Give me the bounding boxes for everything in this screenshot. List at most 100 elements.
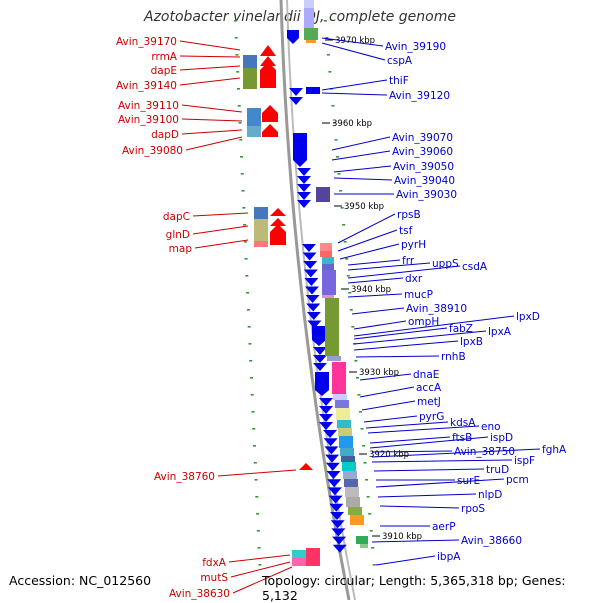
gene-label-left[interactable]: dapC bbox=[163, 211, 190, 223]
gene-label-left[interactable]: Avin_39170 bbox=[116, 36, 177, 48]
gene-arrow-blue[interactable] bbox=[327, 479, 342, 488]
gene-label-right[interactable]: ispD bbox=[490, 432, 513, 444]
gene-label-right[interactable]: accA bbox=[416, 382, 442, 394]
gene-box[interactable] bbox=[333, 394, 347, 400]
gene-label-left[interactable]: Avin_39140 bbox=[116, 80, 177, 92]
gene-arrow-blue[interactable] bbox=[313, 355, 327, 363]
gene-arrow-blue[interactable] bbox=[297, 192, 311, 200]
gene-arrow-blue[interactable] bbox=[330, 520, 345, 529]
gene-arrow-blue[interactable] bbox=[304, 278, 319, 286]
gene-arrow-blue[interactable] bbox=[289, 88, 303, 96]
gene-arrow-blue[interactable] bbox=[330, 512, 344, 520]
gene-label-right[interactable]: cspA bbox=[387, 55, 413, 67]
gene-arrow-blue[interactable] bbox=[319, 414, 333, 422]
gene-arrow-blue[interactable] bbox=[302, 252, 317, 261]
gene-arrow-blue[interactable] bbox=[323, 430, 337, 438]
gene-arrow-red[interactable] bbox=[270, 218, 286, 226]
gene-box[interactable] bbox=[304, 0, 314, 8]
gene-box[interactable] bbox=[322, 295, 334, 298]
gene-box[interactable] bbox=[304, 28, 318, 40]
gene-box[interactable] bbox=[322, 270, 336, 295]
gene-box[interactable] bbox=[243, 68, 257, 89]
gene-arrow-blue[interactable] bbox=[327, 487, 342, 496]
gene-label-right[interactable]: metJ bbox=[417, 396, 441, 408]
gene-arrow-red[interactable] bbox=[270, 208, 286, 216]
gene-arrow-blue[interactable] bbox=[303, 261, 318, 269]
gene-box[interactable] bbox=[320, 251, 332, 257]
gene-label-right[interactable]: thiF bbox=[389, 75, 409, 87]
gene-label-left[interactable]: map bbox=[169, 243, 193, 255]
gene-label-right[interactable]: kdsA bbox=[450, 417, 476, 429]
gene-box[interactable] bbox=[327, 356, 341, 361]
gene-label-left[interactable]: dapE bbox=[151, 65, 177, 77]
gene-label-right[interactable]: Avin_38750 bbox=[454, 446, 515, 458]
gene-arrow-blue[interactable] bbox=[306, 312, 321, 320]
gene-arrow-red[interactable] bbox=[260, 45, 276, 56]
gene-arrow-blue[interactable] bbox=[293, 133, 307, 167]
gene-box[interactable] bbox=[341, 456, 355, 462]
gene-arrow-red[interactable] bbox=[270, 224, 286, 245]
gene-label-right[interactable]: ompH bbox=[408, 316, 439, 328]
gene-label-right[interactable]: aerP bbox=[432, 521, 456, 533]
gene-arrow-blue[interactable] bbox=[332, 544, 347, 553]
gene-label-right[interactable]: csdA bbox=[462, 261, 488, 273]
gene-label-right[interactable]: Avin_38910 bbox=[406, 303, 467, 315]
gene-box[interactable] bbox=[322, 264, 334, 270]
gene-arrow-blue[interactable] bbox=[302, 244, 316, 252]
gene-label-right[interactable]: Avin_39190 bbox=[385, 41, 446, 53]
gene-box[interactable] bbox=[342, 462, 356, 471]
gene-label-right[interactable]: lpxD bbox=[516, 311, 540, 323]
gene-box[interactable] bbox=[254, 241, 268, 247]
gene-box[interactable] bbox=[247, 108, 261, 126]
gene-label-right[interactable]: rpsB bbox=[397, 209, 421, 221]
gene-arrow-blue[interactable] bbox=[325, 462, 340, 471]
gene-box[interactable] bbox=[335, 400, 349, 408]
gene-box[interactable] bbox=[345, 487, 359, 497]
gene-box[interactable] bbox=[254, 219, 268, 241]
gene-box[interactable] bbox=[316, 187, 330, 202]
gene-label-right[interactable]: Avin_39040 bbox=[394, 175, 455, 187]
gene-box[interactable] bbox=[292, 550, 306, 558]
gene-arrow-blue[interactable] bbox=[297, 200, 311, 208]
gene-label-right[interactable]: Avin_39050 bbox=[393, 161, 454, 173]
gene-box[interactable] bbox=[304, 8, 314, 28]
gene-label-right[interactable]: tsf bbox=[399, 225, 413, 237]
gene-label-right[interactable]: surE bbox=[457, 475, 480, 487]
gene-box[interactable] bbox=[292, 558, 306, 566]
gene-arrow-blue[interactable] bbox=[313, 363, 327, 371]
gene-label-right[interactable]: frr bbox=[402, 255, 415, 267]
gene-label-right[interactable]: pyrH bbox=[401, 239, 426, 251]
gene-label-right[interactable]: Avin_39030 bbox=[396, 189, 457, 201]
gene-arrow-blue[interactable] bbox=[305, 286, 319, 295]
gene-arrow-blue[interactable] bbox=[297, 168, 311, 176]
gene-label-right[interactable]: dxr bbox=[405, 273, 423, 285]
gene-arrow-blue[interactable] bbox=[331, 528, 346, 537]
gene-arrow-blue[interactable] bbox=[332, 536, 347, 545]
gene-box[interactable] bbox=[350, 515, 364, 525]
gene-arrow-blue[interactable] bbox=[323, 438, 338, 447]
gene-arrow-blue[interactable] bbox=[329, 503, 344, 512]
gene-label-right[interactable]: ftsB bbox=[452, 432, 472, 444]
gene-arrow-blue[interactable] bbox=[328, 495, 343, 504]
gene-label-right[interactable]: mucP bbox=[404, 289, 433, 301]
gene-label-right[interactable]: nlpD bbox=[478, 489, 502, 501]
gene-label-left[interactable]: Avin_38630 bbox=[169, 588, 230, 600]
gene-label-left[interactable]: fdxA bbox=[202, 557, 227, 569]
gene-label-right[interactable]: lpxB bbox=[460, 336, 483, 348]
gene-label-left[interactable]: glnD bbox=[166, 229, 190, 241]
gene-box[interactable] bbox=[306, 40, 316, 43]
gene-arrow-blue[interactable] bbox=[324, 446, 339, 455]
gene-box[interactable] bbox=[322, 257, 334, 264]
gene-label-left[interactable]: Avin_39100 bbox=[118, 114, 179, 126]
gene-arrow-blue[interactable] bbox=[319, 406, 333, 414]
gene-label-right[interactable]: Avin_39120 bbox=[389, 90, 450, 102]
gene-box[interactable] bbox=[325, 298, 339, 326]
gene-label-right[interactable]: rpoS bbox=[461, 503, 485, 515]
gene-arrow-blue[interactable] bbox=[303, 269, 318, 278]
gene-box[interactable] bbox=[338, 428, 352, 436]
gene-box[interactable] bbox=[336, 408, 350, 420]
gene-block-blue[interactable] bbox=[306, 87, 320, 94]
gene-label-right[interactable]: ibpA bbox=[437, 551, 461, 563]
gene-label-right[interactable]: Avin_39060 bbox=[392, 146, 453, 158]
gene-box[interactable] bbox=[344, 479, 358, 487]
